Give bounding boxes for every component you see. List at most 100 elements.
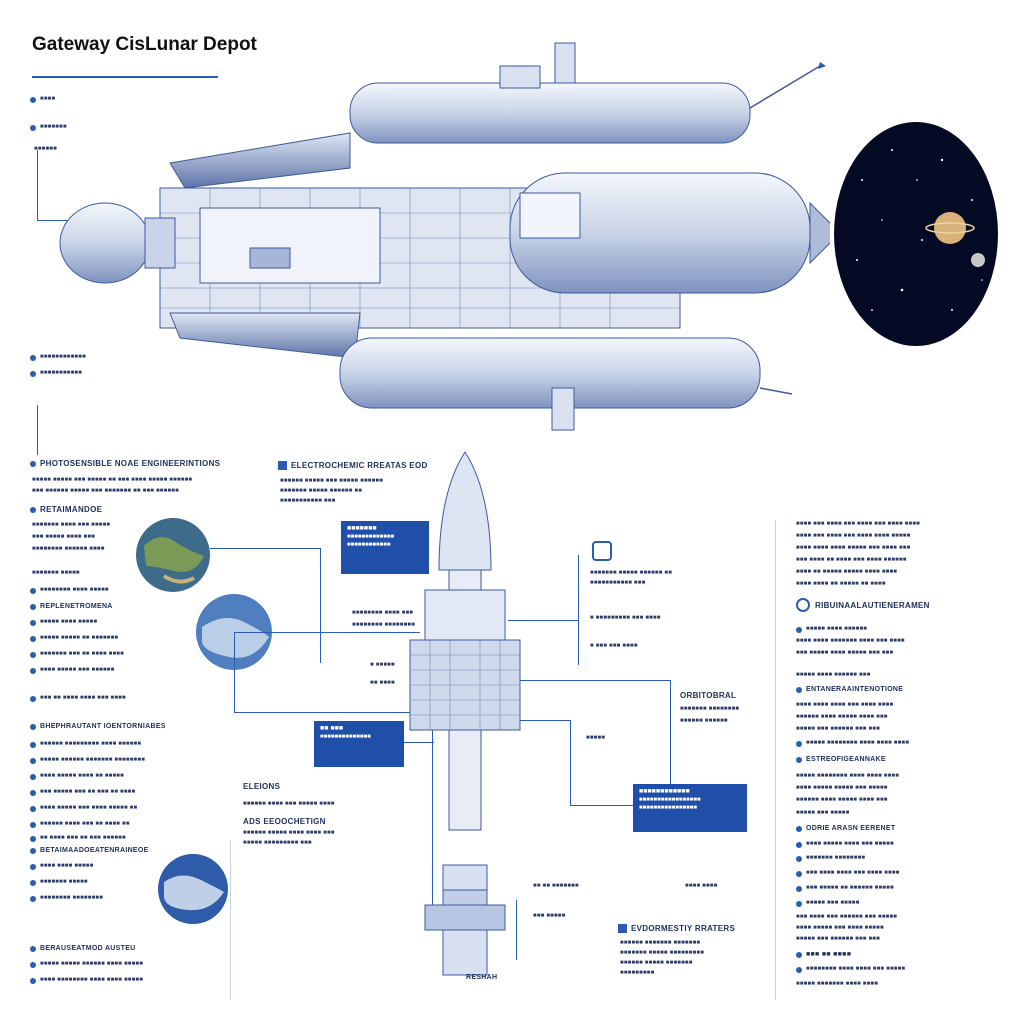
bullet-icon (30, 603, 36, 610)
section-heading: ADS EEOOCHETIGN (243, 817, 326, 826)
list-item: ■■■■ ■■■■■ ■■■ ■■■■ ■■■■■ ■■ (40, 805, 138, 811)
bullet-icon (30, 651, 36, 658)
text-line: ■■■■■■ ■■■■ ■■■■■ ■■■■ ■■■ (796, 797, 888, 803)
text-line: ■■■■■■■ ■■■■■ ■■■■■■ ■■ (590, 570, 673, 576)
callout-box: ■■■■■■■■■■■■ ■■■■■■■■■■■■■■■■■ ■■■■■■■■■… (633, 784, 747, 832)
bullet-icon (30, 805, 36, 812)
bullet-icon (30, 96, 36, 103)
bullet-icon (796, 626, 802, 633)
list-item: ■■■■■■ ■■■■ ■■■ ■■ ■■■■ ■■ (40, 821, 130, 827)
text-line: ■■■■■■■ ■■■■■ (32, 570, 80, 576)
left-heading-1: PHOTOSENSIBLE NOAE ENGINEERINTIONS (30, 459, 220, 468)
callout-line: ■■■■■■■■■■■■ (347, 542, 391, 548)
bullet-icon (796, 951, 802, 958)
callout-line: ■■■■■■■■■■■■■■■■■ (639, 797, 701, 803)
list-item: ■■■■■■■■ ■■■■ ■■■■ ■■■ ■■■■■ (806, 966, 906, 972)
leader-line (320, 548, 321, 663)
text-line: ■■■■■■ ■■■■■■■ ■■■■■■■ (620, 940, 701, 946)
text-line: ■■■■■■■■ ■■■■■■ ■■■■ (32, 546, 105, 552)
text-line: ■■■■■ ■■■■ ■■■■■■ ■■■ (796, 672, 871, 678)
section-heading: BHEPHRAUTANT IOENTORNIABES (40, 723, 166, 730)
title-underline (32, 76, 218, 78)
bottom-label: RESHAH (466, 974, 498, 981)
left-heading-2: RETAIMANDOE (30, 505, 102, 514)
bullet-icon (30, 835, 36, 842)
list-item: ■■■■■■ ■■■■■■■■■ ■■■■ ■■■■■■ (40, 741, 142, 747)
text-line: ■■■■■ ■■■ ■■■■■ (796, 810, 850, 816)
rocket-icon (409, 451, 521, 976)
text-line: ■■■ ■■■■■ ■■■■ ■■■■■ ■■■ ■■■ (796, 650, 894, 656)
leader-line (516, 720, 570, 721)
bullet-icon (30, 863, 36, 870)
text-line: ■■■■ ■■■■ ■■■■ ■■■ ■■■■ ■■■■ (796, 702, 894, 708)
bullet-icon (30, 895, 36, 902)
text-line: ■■■■■■ ■■■■■ ■■■■ ■■■■ ■■■ (243, 830, 335, 836)
text-line: ■■■ ■■■■■ (533, 913, 566, 919)
callout-line: ■■■■■■■■■■■■■■■■ (639, 805, 697, 811)
bullet-icon (30, 847, 36, 854)
bullet-icon (30, 879, 36, 886)
bullet-icon (796, 686, 802, 693)
text-line: ■■■■ ■■■■ ■■■■ ■■■■■ ■■■ ■■■■ ■■■ (796, 545, 911, 551)
leader-line (37, 220, 77, 221)
callout-title: ■■ ■■■ (320, 725, 344, 732)
leader-label: ■■■■■■■ (40, 124, 67, 130)
moon-icon (971, 253, 985, 267)
leader-line (37, 150, 38, 220)
bullet-icon (30, 945, 36, 952)
right-heading-1: RIBUINAALAUTIENERAMEN (796, 598, 930, 612)
space-view (834, 122, 998, 346)
text-line: ■■■ ■■■■■■ ■■■■■ ■■■ ■■■■■■■ ■■ ■■■ ■■■■… (32, 488, 179, 494)
leader-label: ■■■■ (40, 96, 56, 102)
leader-line (570, 720, 571, 805)
text-line: ■■■■■ ■■■■■ ■■■ ■■■■■ ■■ ■■■ ■■■■ ■■■■■ … (32, 477, 193, 483)
leader-line (234, 712, 434, 713)
section-heading: ENTANERAAINTENOTIONE (806, 686, 904, 693)
text-line: ■■■■■ ■■■■■■■■■ ■■■ (243, 840, 312, 846)
bullet-icon (796, 841, 802, 848)
bullet-icon (30, 124, 36, 131)
text-line: ■■■■■■ ■■■■ ■■■■■ ■■■■ ■■■ (796, 714, 888, 720)
bullet-icon (796, 855, 802, 862)
text-line: ■■■■■ ■■■■■■■ ■■■■ ■■■■ (796, 981, 879, 987)
bullet-icon (30, 961, 36, 968)
list-item: ■■■■■ ■■■■ ■■■■■ (40, 619, 98, 625)
list-item: ■■■■■■■■ ■■■■ ■■■■■ (40, 587, 109, 593)
section-heading: ODRIE ARASN EERENET (806, 825, 896, 832)
bullet-icon (30, 635, 36, 642)
bullet-icon (30, 587, 36, 594)
station-illustration (59, 42, 830, 431)
text-line: ■■■■■■■■■■■ ■■■ (280, 498, 336, 504)
leader-line (520, 680, 670, 681)
bullet-icon (30, 619, 36, 626)
leader-label: ■■■■■■■■■■■ (40, 370, 83, 376)
bullet-icon (796, 885, 802, 892)
planet-icon (158, 854, 228, 924)
text-line: ■■■■■ ■■■■■■■■ ■■■■ ■■■■ ■■■■ (796, 773, 900, 779)
bullet-icon (30, 757, 36, 764)
callout-box: ■■■■■■■ ■■■■■■■■■■■■■ ■■■■■■■■■■■■ (341, 521, 429, 574)
left-heading-4: BETAIMAADOEATENRAINEOE (30, 847, 149, 854)
bullet-icon (796, 825, 802, 832)
bullet-icon (30, 741, 36, 748)
list-item: ■■■■■■■ ■■■ ■■ ■■■■ ■■■■ (40, 651, 124, 657)
text-line: ■■■■■ (586, 735, 606, 741)
text-line: ■■■■■■■ ■■■■■ ■■■■■■ ■■ (280, 488, 363, 494)
text-line: ■■ ■■■■ (370, 680, 395, 686)
text-line: ■■■■ ■■■■ ■■■■■■■ ■■■■ ■■■ ■■■■ (796, 638, 905, 644)
list-item: ■■■■■ ■■■■ ■■■■■■ (806, 626, 868, 632)
bullet-icon (30, 370, 36, 377)
bullet-icon (30, 667, 36, 674)
text-line: ■■■ ■■■■■ ■■■■ ■■■ (32, 534, 95, 540)
square-icon (278, 461, 287, 470)
list-item: ■■■■■ ■■■■■■■■ ■■■■ ■■■■ ■■■■ (806, 740, 910, 746)
list-item: ■■■■■■■ ■■■■■ (40, 879, 88, 885)
left-heading-5: BERAUSEATMOD AUSTEU (30, 945, 136, 952)
list-item: ■■■■ ■■■■ ■■■■■ (40, 863, 94, 869)
callout-box: ■■ ■■■ ■■■■■■■■■■■■■■ (314, 721, 404, 767)
list-item: ■■■■ ■■■■■■■■ ■■■■ ■■■■ ■■■■■ (40, 977, 144, 983)
list-item: ■■■■■ ■■■■■ ■■■■■■ ■■■■ ■■■■■ (40, 961, 144, 967)
bullet-icon (30, 773, 36, 780)
text-line: ■■■■■ ■■■ ■■■■■■ ■■■ ■■■ (796, 936, 880, 942)
list-item: ■■■■ ■■■■■ ■■■ ■■■■■■ (40, 667, 115, 673)
